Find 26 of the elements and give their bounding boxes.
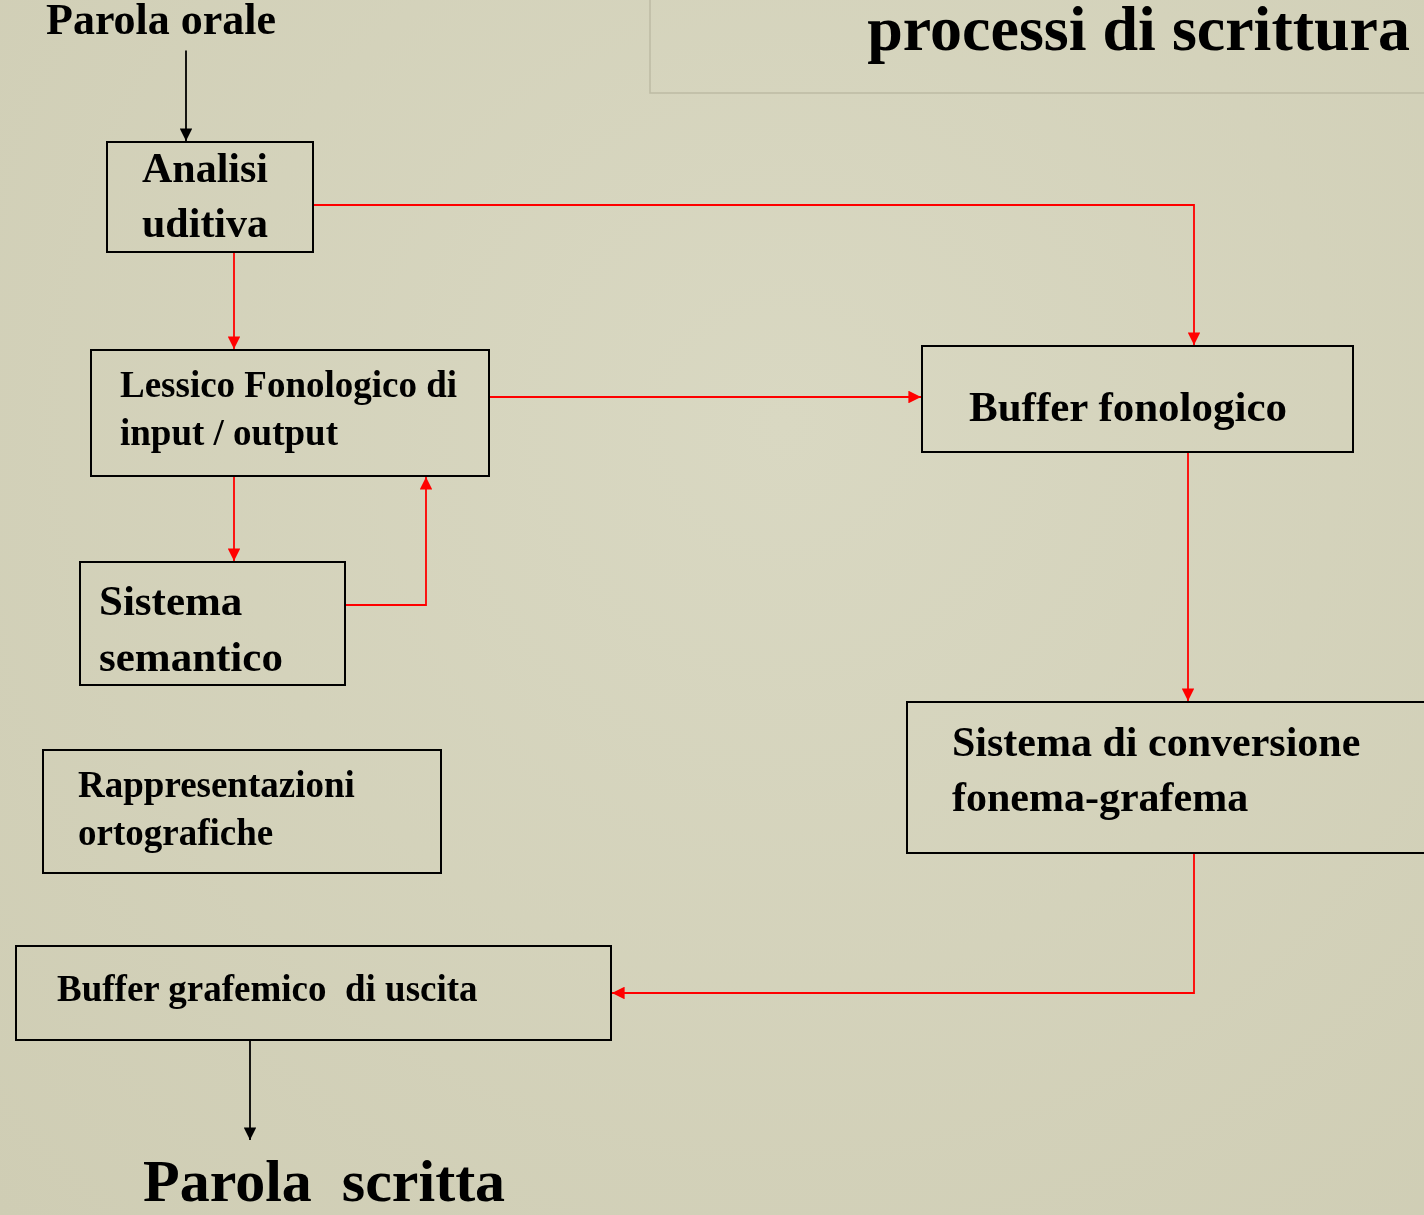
arrow xyxy=(489,390,922,404)
box-label: Rappresentazioni ortografiche xyxy=(78,763,356,856)
arrow xyxy=(345,476,433,606)
box-label: Sistema semantico xyxy=(99,576,284,682)
process-box xyxy=(42,749,442,874)
input-label: Parola orale xyxy=(46,0,277,45)
process-box xyxy=(921,345,1354,453)
process-box xyxy=(106,141,314,253)
output-label: Parola scritta xyxy=(143,1148,506,1214)
arrow xyxy=(227,476,241,562)
arrow xyxy=(179,49,193,142)
box-label: Buffer fonologico xyxy=(969,382,1289,432)
arrow xyxy=(1181,452,1195,702)
arrow xyxy=(243,1040,257,1141)
arrow xyxy=(611,853,1195,1000)
arrow xyxy=(313,204,1201,346)
box-label: Sistema di conversione fonema-grafema xyxy=(952,718,1362,822)
box-label: Buffer grafemico di uscita xyxy=(57,967,479,1011)
process-box xyxy=(79,561,346,686)
process-box xyxy=(90,349,490,477)
box-label: Analisi uditiva xyxy=(142,144,270,248)
box-label: Lessico Fonologico di input / output xyxy=(120,363,459,456)
slide-title: processi di scrittura xyxy=(867,0,1410,66)
arrow xyxy=(227,252,241,350)
process-box xyxy=(906,701,1424,854)
process-box xyxy=(15,945,612,1041)
